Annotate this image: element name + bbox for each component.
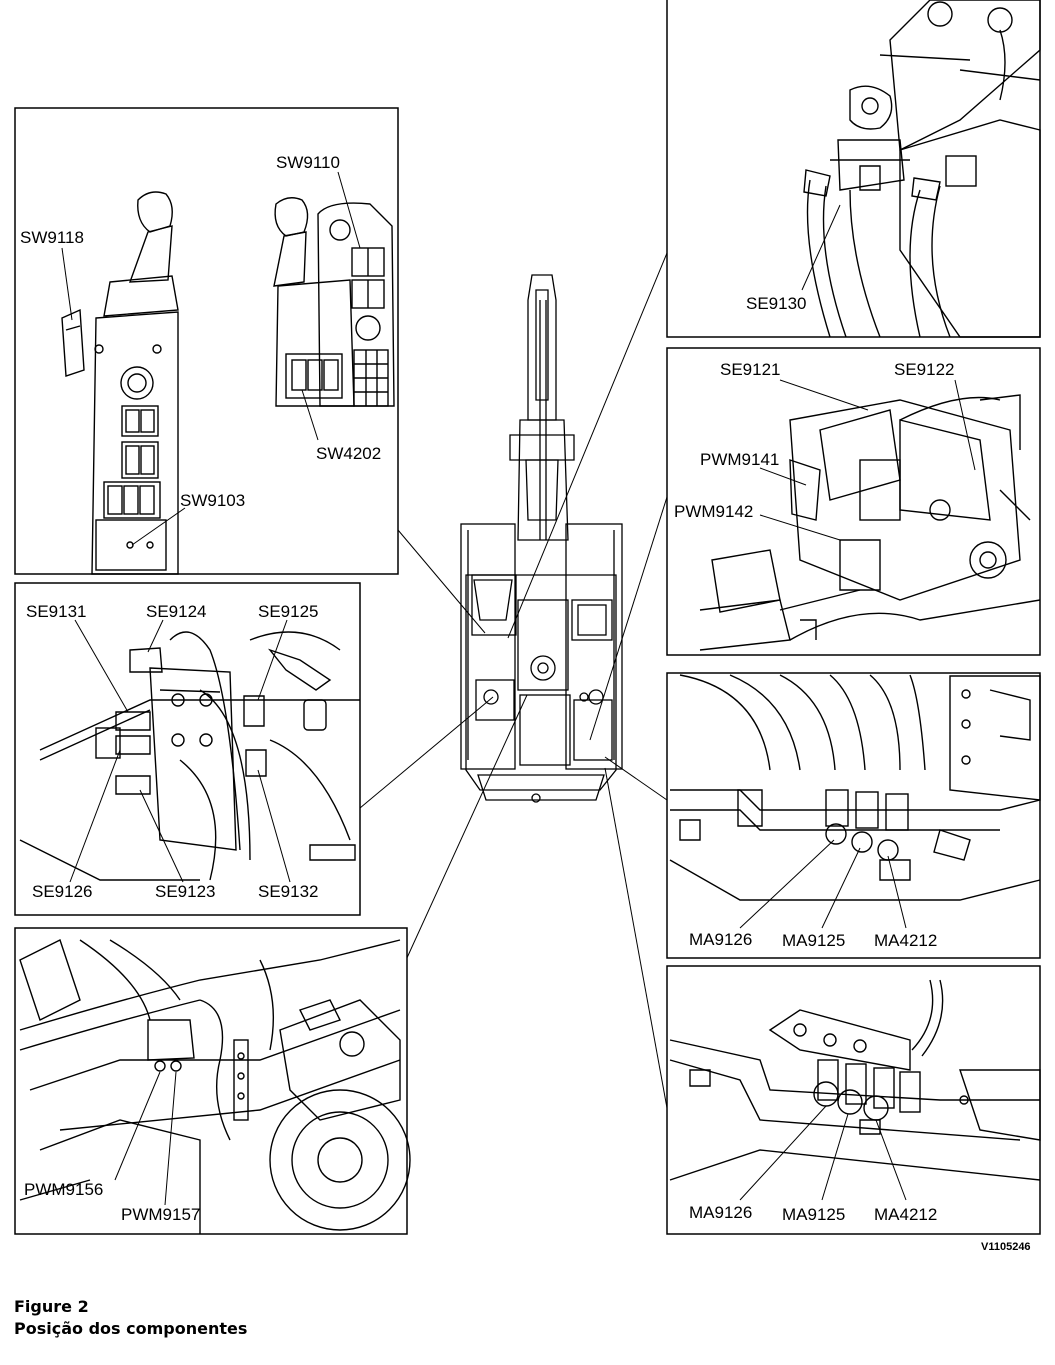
panel-pressure-sensors-lower: MA9126 MA9125 MA4212 — [666, 965, 1041, 1235]
label-ma4212-upper: MA4212 — [874, 931, 937, 950]
label-se9123: SE9123 — [155, 882, 216, 901]
label-se9122: SE9122 — [894, 360, 955, 379]
label-pwm9157: PWM9157 — [121, 1205, 200, 1224]
panel-sensor-block: SE9131 SE9124 SE9125 SE9126 SE9123 SE913… — [14, 582, 361, 916]
label-ma9126-upper: MA9126 — [689, 930, 752, 949]
label-se9131: SE9131 — [26, 602, 87, 621]
label-ma9125-lower: MA9125 — [782, 1205, 845, 1224]
label-pwm9142: PWM9142 — [674, 502, 753, 521]
label-sw4202: SW4202 — [316, 444, 381, 463]
label-ma9125-upper: MA9125 — [782, 931, 845, 950]
label-se9125: SE9125 — [258, 602, 319, 621]
image-code: V1105246 — [981, 1241, 1031, 1253]
excavator-top-view — [460, 274, 623, 803]
component-location-diagram: SW9110 SW9118 SW4202 SW9103 — [14, 0, 1041, 1253]
label-sw9118: SW9118 — [20, 228, 84, 247]
panel-control-valve: SE9121 SE9122 PWM9141 PWM9142 — [666, 347, 1041, 656]
label-se9124: SE9124 — [146, 602, 207, 621]
label-ma4212-lower: MA4212 — [874, 1205, 937, 1224]
label-se9126: SE9126 — [32, 882, 93, 901]
figure-number: Figure 2 — [14, 1297, 89, 1316]
label-sw9110: SW9110 — [276, 153, 340, 172]
label-sw9103: SW9103 — [180, 491, 245, 510]
figure-title: Posição dos componentes — [14, 1319, 248, 1338]
label-pwm9141: PWM9141 — [700, 450, 779, 469]
panel-pressure-sensors-upper: MA9126 MA9125 MA4212 — [666, 672, 1041, 959]
panel-joysticks: SW9110 SW9118 SW4202 SW9103 — [14, 107, 399, 575]
panel-boom-cylinder: SE9130 — [666, 0, 1041, 338]
label-pwm9156: PWM9156 — [24, 1180, 103, 1199]
figure-caption: Figure 2 Posição dos componentes — [14, 1296, 247, 1340]
label-ma9126-lower: MA9126 — [689, 1203, 752, 1222]
leader-lines — [359, 252, 668, 1109]
panel-swing-motor: PWM9156 PWM9157 — [14, 927, 411, 1235]
label-se9121: SE9121 — [720, 360, 781, 379]
label-se9130: SE9130 — [746, 294, 807, 313]
label-se9132: SE9132 — [258, 882, 319, 901]
